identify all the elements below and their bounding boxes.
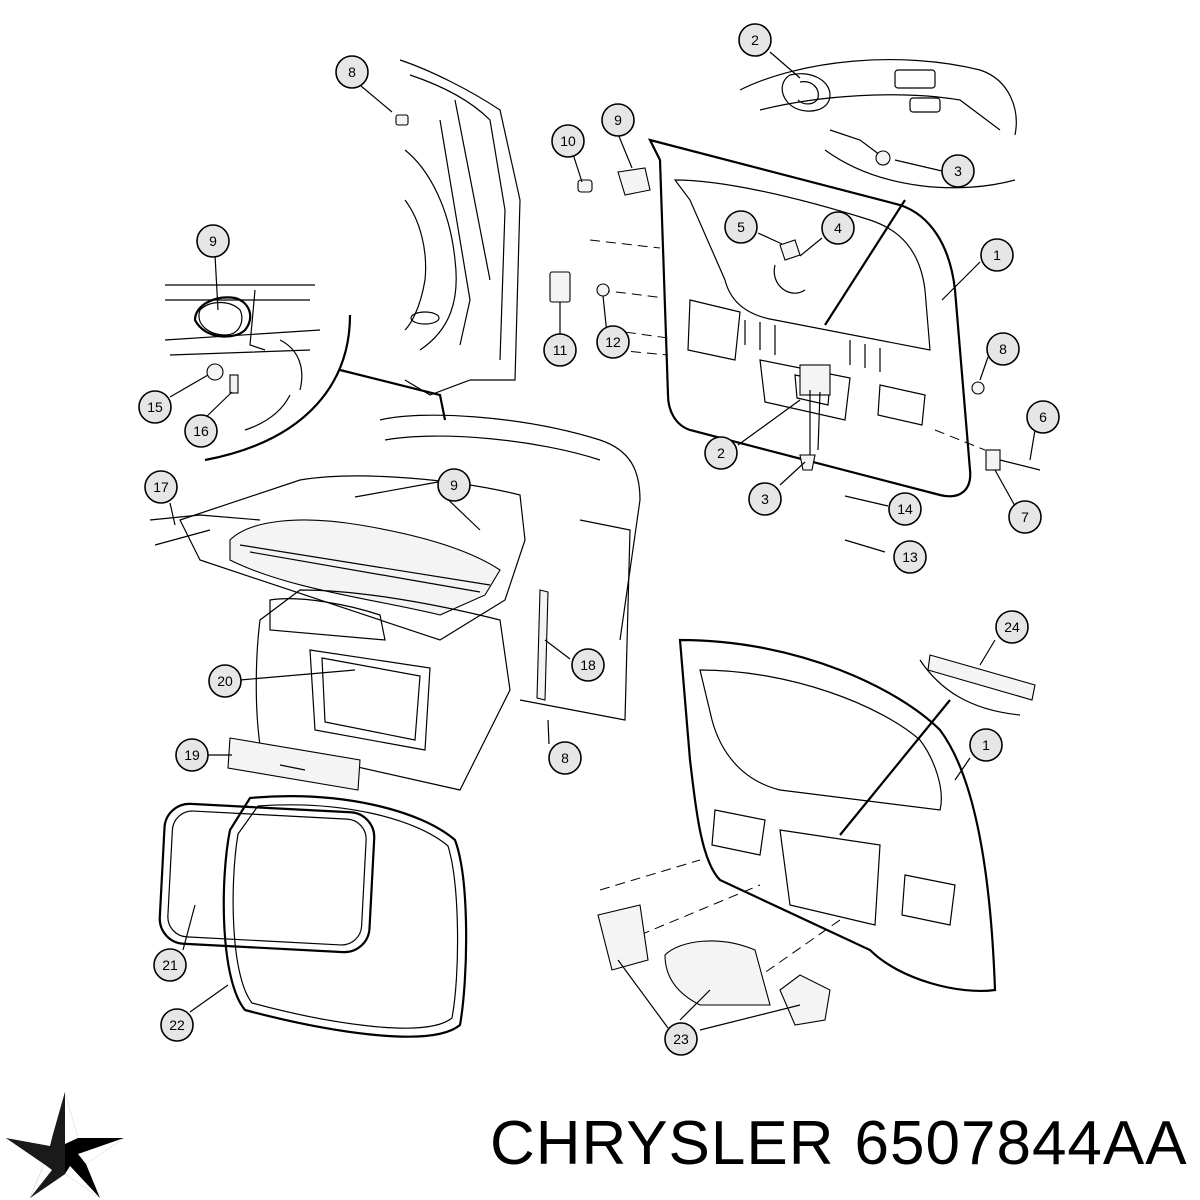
part-number: 6507844AA bbox=[854, 1109, 1188, 1178]
svg-text:24: 24 bbox=[1004, 619, 1020, 635]
callout-17: 17 bbox=[144, 470, 178, 504]
callout-5: 5 bbox=[724, 210, 758, 244]
svg-text:11: 11 bbox=[553, 342, 568, 358]
callout-9-mid: 9 bbox=[437, 468, 471, 502]
small-hardware-drawing bbox=[395, 114, 1041, 471]
svg-text:18: 18 bbox=[580, 657, 596, 673]
svg-text:1: 1 bbox=[982, 737, 990, 753]
svg-text:16: 16 bbox=[193, 423, 209, 439]
callout-21: 21 bbox=[153, 948, 187, 982]
svg-text:19: 19 bbox=[184, 747, 200, 763]
svg-text:14: 14 bbox=[897, 501, 913, 517]
svg-text:5: 5 bbox=[737, 219, 745, 235]
svg-text:23: 23 bbox=[673, 1031, 689, 1047]
callout-8-bottom: 8 bbox=[548, 741, 582, 775]
callout-23: 23 bbox=[664, 1022, 698, 1056]
chrysler-pentastar-icon bbox=[6, 1092, 124, 1198]
callout-24: 24 bbox=[995, 610, 1029, 644]
callout-2-mid: 2 bbox=[704, 436, 738, 470]
callout-1-bottom: 1 bbox=[969, 728, 1003, 762]
svg-text:22: 22 bbox=[169, 1017, 185, 1033]
callout-1-top: 1 bbox=[980, 238, 1014, 272]
liftgate-lower-panel-drawing bbox=[597, 638, 1036, 1026]
callout-7: 7 bbox=[1008, 500, 1042, 534]
callout-2-top: 2 bbox=[738, 23, 772, 57]
svg-text:2: 2 bbox=[717, 445, 725, 461]
footer-caption: CHRYSLER 6507844AA bbox=[490, 1108, 1188, 1179]
callout-12: 12 bbox=[596, 325, 630, 359]
callout-8-top: 8 bbox=[335, 55, 369, 89]
callout-10: 10 bbox=[551, 124, 585, 158]
liftgate-inner-panel-drawing bbox=[589, 138, 986, 498]
svg-text:3: 3 bbox=[954, 163, 962, 179]
callout-19: 19 bbox=[175, 738, 209, 772]
callout-9-top: 9 bbox=[601, 103, 635, 137]
callout-22: 22 bbox=[160, 1008, 194, 1042]
brand-name: CHRYSLER bbox=[490, 1109, 835, 1178]
callout-9-left: 9 bbox=[196, 224, 230, 258]
liftgate-glass-assembly-drawing bbox=[149, 368, 641, 791]
callout-15: 15 bbox=[138, 390, 172, 424]
svg-text:10: 10 bbox=[560, 133, 576, 149]
callout-3-top: 3 bbox=[941, 154, 975, 188]
svg-text:8: 8 bbox=[561, 750, 569, 766]
svg-text:4: 4 bbox=[834, 220, 842, 236]
svg-text:13: 13 bbox=[902, 549, 918, 565]
callout-8-right: 8 bbox=[986, 332, 1020, 366]
svg-text:8: 8 bbox=[999, 341, 1007, 357]
callout-14: 14 bbox=[888, 492, 922, 526]
svg-text:9: 9 bbox=[614, 112, 622, 128]
svg-text:7: 7 bbox=[1021, 509, 1029, 525]
callout-13: 13 bbox=[893, 540, 927, 574]
callout-4: 4 bbox=[821, 211, 855, 245]
svg-text:9: 9 bbox=[450, 477, 458, 493]
svg-text:15: 15 bbox=[147, 399, 163, 415]
callout-6: 6 bbox=[1026, 400, 1060, 434]
callout-11: 11 bbox=[543, 333, 577, 367]
liftgate-handle-detail-drawing bbox=[739, 59, 1017, 189]
svg-text:2: 2 bbox=[751, 32, 759, 48]
latch-zoom-detail-drawing bbox=[164, 284, 352, 462]
svg-text:1: 1 bbox=[993, 247, 1001, 263]
callout-20: 20 bbox=[208, 664, 242, 698]
svg-text:17: 17 bbox=[153, 479, 169, 495]
svg-text:3: 3 bbox=[761, 491, 769, 507]
weatherstrip-seals-drawing bbox=[158, 795, 468, 1038]
callout-3-mid: 3 bbox=[748, 482, 782, 516]
svg-text:9: 9 bbox=[209, 233, 217, 249]
svg-text:21: 21 bbox=[162, 957, 178, 973]
body-pillar-drawing bbox=[399, 59, 521, 396]
svg-text:12: 12 bbox=[605, 334, 621, 350]
svg-text:6: 6 bbox=[1039, 409, 1047, 425]
svg-text:8: 8 bbox=[348, 64, 356, 80]
svg-text:20: 20 bbox=[217, 673, 233, 689]
callout-16: 16 bbox=[184, 414, 218, 448]
callout-18: 18 bbox=[571, 648, 605, 682]
